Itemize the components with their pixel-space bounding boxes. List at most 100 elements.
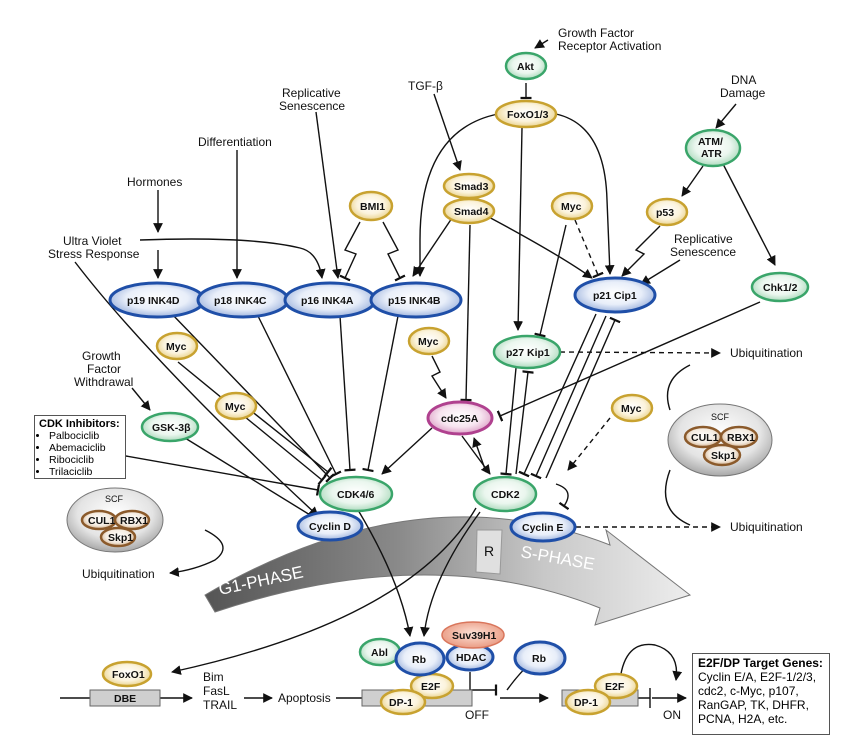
edge-cdk2-self [555, 483, 570, 511]
node-p18: p18 INK4C [196, 281, 290, 319]
node-dp1-1: DP-1 [379, 688, 427, 716]
skp1-left [99, 526, 137, 548]
node-p19: p19 INK4D [108, 281, 206, 319]
free-labels: Growth Factor Receptor Activation DNA Da… [48, 26, 803, 722]
node-p53: p53 [645, 197, 689, 227]
pathway-nodes: Akt ATM/ATR Chk1/2 p27 Kip1 GSK-3β CDK4/… [101, 51, 810, 716]
edge-p16-cdk46 [339, 315, 356, 472]
node-cyclin-e: Cyclin E [509, 511, 577, 543]
edge-cdc25-cdk46 [381, 427, 433, 475]
growth-factor-label-1: Growth Factor [558, 26, 634, 40]
edge-cdc25-cdk2 [461, 435, 491, 475]
target-genes-line: cdc2, c-Myc, p107, [698, 684, 799, 698]
edge-p21-cdk2b [530, 315, 607, 480]
dbe-label: DBE [114, 693, 136, 705]
uv-stress-label-1: Ultra Violet [63, 234, 122, 248]
node-foxo13: FoxO1/3 [494, 99, 558, 129]
differentiation-label: Differentiation [198, 135, 272, 149]
svg-text:DP-1: DP-1 [574, 697, 598, 709]
edge-scf-bottom-loop [664, 469, 691, 526]
growth-factor-withdrawal-2: Factor [87, 362, 121, 376]
rbx1-right [719, 425, 759, 449]
node-p15: p15 INK4B [369, 281, 463, 319]
edge-uv-cyclind [74, 261, 319, 517]
node-smad4: Smad4 [442, 197, 496, 225]
edge-atm-p53 [681, 165, 704, 197]
ubiquitination-left-label: Ubiquitination [82, 567, 155, 581]
svg-text:DP-1: DP-1 [389, 697, 413, 709]
svg-text:Myc: Myc [621, 403, 642, 415]
svg-text:ATR: ATR [701, 148, 722, 160]
svg-text:Suv39H1: Suv39H1 [452, 630, 497, 642]
off-label: OFF [465, 708, 489, 722]
dna-damage-label-1: DNA [731, 73, 756, 87]
svg-text:FoxO1: FoxO1 [112, 669, 145, 681]
svg-text:p19 INK4D: p19 INK4D [127, 295, 180, 307]
edge-smad-cdc25 [460, 224, 472, 402]
cell-cycle-phase-arrow: G1-PHASE R S-PHASE [204, 516, 692, 626]
svg-text:Rb: Rb [412, 654, 426, 666]
node-rb-1: Rb [394, 641, 446, 677]
skp1-left-label: Skp1 [108, 532, 133, 544]
trail-label: TRAIL [203, 698, 237, 712]
edge-mycright-cdk2 [567, 417, 611, 471]
node-bmi1: BMI1 [348, 190, 394, 222]
edge-scf-top-loop [666, 364, 691, 411]
node-myc-mid: Myc [407, 326, 451, 356]
edge-chk-cdc25 [496, 301, 761, 422]
edge-cdk2-cdc25 [472, 437, 487, 473]
svg-text:E2F: E2F [421, 681, 441, 693]
node-cyclin-d: Cyclin D [296, 510, 364, 542]
uv-stress-label-2: Stress Response [48, 247, 140, 261]
edge-cdk2-rb [420, 511, 481, 637]
edge-bmi1-p15 [382, 221, 406, 282]
edge-inhibitors-cdk46 [125, 455, 321, 496]
edge-gfw-gsk [131, 387, 151, 411]
target-genes-line: RanGAP, TK, DHFR, [698, 698, 809, 712]
target-genes-line: Cyclin E/A, E2F-1/2/3, [698, 670, 817, 684]
edge-cdk46-rb [357, 509, 414, 637]
node-chk12: Chk1/2 [750, 271, 810, 303]
growth-factor-label-2: Receptor Activation [558, 39, 661, 53]
target-genes-line: PCNA, H2A, etc. [698, 712, 788, 726]
node-rb-2: Rb [513, 640, 567, 676]
edge-senescence-p21 [640, 259, 681, 285]
scf-right-label: SCF [711, 412, 730, 422]
cul1-left-label: CUL1 [88, 515, 116, 527]
svg-text:p18 INK4C: p18 INK4C [214, 295, 267, 307]
edge-p53-p21 [621, 225, 661, 277]
edge-senescence-p16 [315, 111, 342, 279]
node-myc-right: Myc [610, 393, 654, 423]
svg-text:p53: p53 [656, 207, 674, 219]
edge-foxo-p15 [415, 113, 499, 277]
edge-scf-left-ubiq [169, 529, 224, 577]
edge-p18-cdk46 [257, 315, 342, 478]
node-akt: Akt [504, 51, 548, 81]
skp1-right-label: Skp1 [711, 450, 736, 462]
replicative-senescence-top-2: Senescence [279, 99, 345, 113]
e2f-target-genes-box: E2F/DP Target Genes: Cyclin E/A, E2F-1/2… [692, 653, 830, 735]
edge-foxo-p27 [513, 127, 524, 331]
node-cdk2: CDK2 [472, 475, 538, 513]
apoptosis-label: Apoptosis [278, 691, 331, 705]
node-p16: p16 INK4A [283, 281, 377, 319]
edge-cdk2-foxo1 [171, 507, 477, 675]
node-dp1-2: DP-1 [564, 688, 612, 716]
edge-on-stub [638, 688, 651, 708]
target-genes-title: E2F/DP Target Genes: [698, 656, 823, 670]
edge-myc-cdk46 [249, 409, 333, 478]
edge-cdk2-p27 [515, 370, 534, 475]
node-p21: p21 Cip1 [573, 276, 657, 314]
svg-text:cdc25A: cdc25A [441, 413, 479, 425]
node-suv39h1: Suv39H1 [441, 621, 505, 649]
node-abl: Abl [358, 637, 402, 667]
cdk-inhibitor-item: Abemaciclib [49, 442, 121, 454]
svg-text:Smad4: Smad4 [454, 206, 489, 218]
scf-complex-right: SCF CUL1 RBX1 Skp1 [667, 403, 773, 477]
cdk-inhibitor-item: Palbociclib [49, 430, 121, 442]
svg-text:p21 Cip1: p21 Cip1 [593, 290, 637, 302]
node-p27: p27 Kip1 [492, 334, 562, 370]
edge-hdac-off [469, 672, 498, 696]
node-cdc25a: cdc25A [426, 400, 494, 436]
